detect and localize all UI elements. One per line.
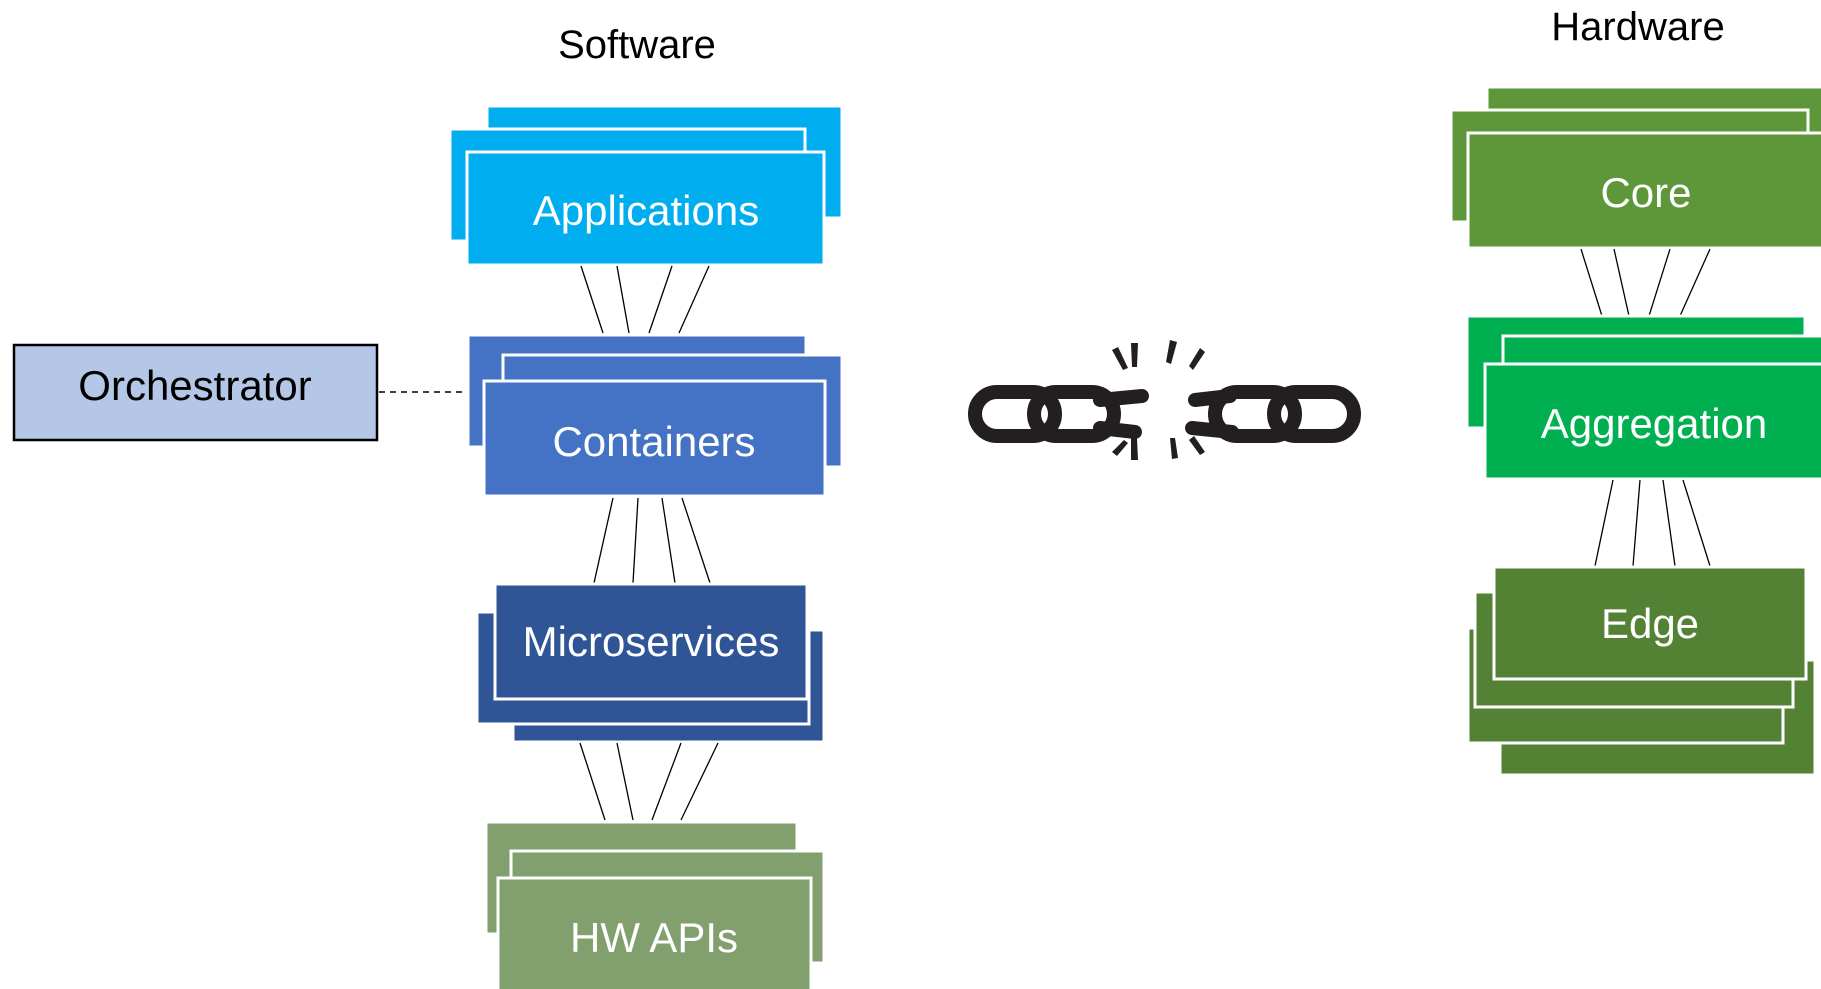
applications-label: Applications (533, 187, 759, 234)
stack-sheet (482, 379, 827, 498)
stack-sheet (496, 876, 813, 989)
core-label: Core (1600, 169, 1691, 216)
software-heading: Software (558, 23, 716, 67)
hw-apis-label: HW APIs (570, 914, 738, 961)
microservices-label: Microservices (523, 618, 780, 665)
stack-sheet (493, 582, 809, 701)
microservices-layer: Microservices (475, 582, 826, 744)
microservices-hwapis-connector (579, 742, 719, 821)
applications-layer: Applications (448, 104, 844, 267)
containers-layer: Containers (466, 333, 844, 498)
orchestrator-label: Orchestrator (78, 362, 311, 409)
edge-layer: Edge (1466, 565, 1817, 777)
stack-sheet (1483, 362, 1821, 481)
aggregation-edge-connector (1594, 479, 1711, 567)
aggregation-label: Aggregation (1541, 400, 1768, 447)
core-layer: Core (1449, 85, 1821, 250)
aggregation-layer: Aggregation (1465, 314, 1821, 481)
containers-microservices-connector (593, 497, 711, 584)
applications-containers-connector (580, 265, 710, 334)
core-aggregation-connector (1580, 248, 1711, 317)
orchestrator-box: Orchestrator (12, 343, 379, 442)
hardware-heading: Hardware (1551, 5, 1724, 49)
edge-label: Edge (1601, 600, 1699, 647)
broken-chain-icon (968, 340, 1361, 460)
stack-sheet (1492, 565, 1808, 681)
stack-sheet (465, 150, 826, 267)
hw-apis-layer: HW APIs (484, 820, 826, 989)
containers-label: Containers (552, 418, 755, 465)
stack-sheet (1466, 131, 1821, 250)
